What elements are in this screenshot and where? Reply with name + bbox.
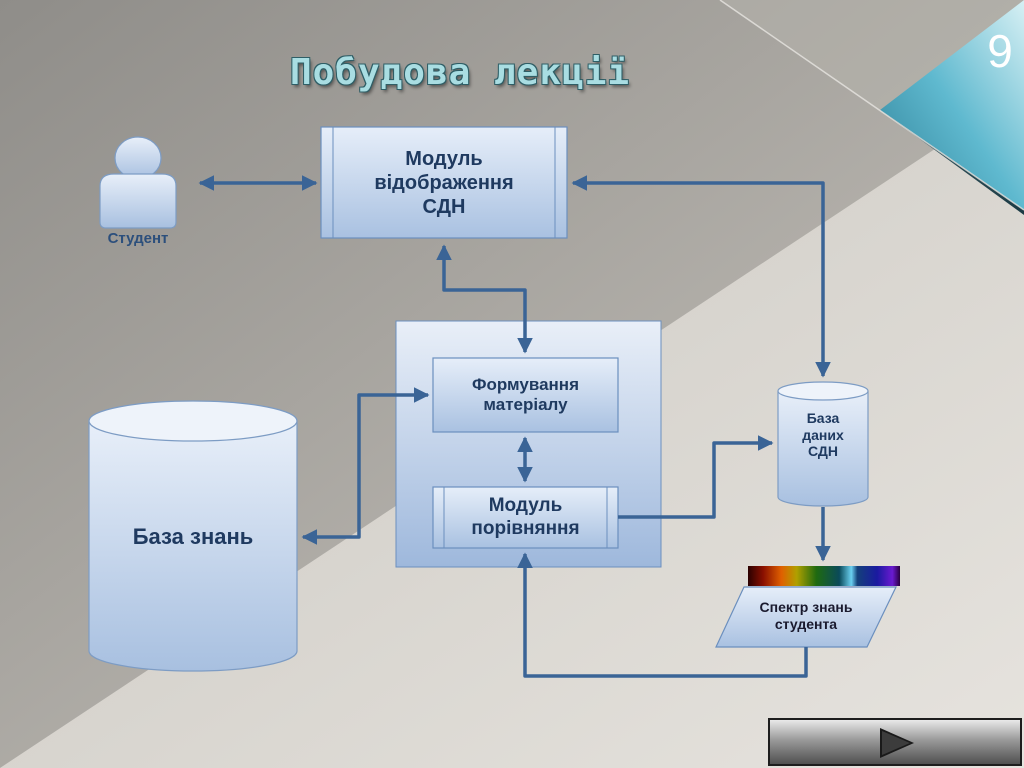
knowledge-base-label: База знань — [132, 523, 254, 549]
comparison-module-label: Модуль порівняння — [471, 494, 580, 539]
display-database-arrow — [571, 175, 831, 378]
connectors — [198, 175, 831, 678]
student-label: Студент — [107, 230, 169, 247]
next-slide-button[interactable] — [768, 718, 1022, 766]
sdn-database-node — [777, 381, 869, 507]
display-module-label: Модуль відображення СДН — [374, 147, 514, 218]
spectrum-image — [748, 566, 900, 586]
knowledge-spectrum-label: Спектр знань студента — [759, 599, 853, 632]
display-forming-arrow — [436, 244, 533, 354]
user-icon — [99, 136, 177, 229]
knowledge-base-node — [88, 400, 298, 672]
spectrum-comparison-arrow — [517, 552, 808, 678]
knowledge-spectrum-node — [715, 586, 897, 648]
slide-title: Побудова лекції — [289, 52, 631, 93]
forming-knowledge-arrow — [301, 387, 430, 545]
material-forming-label: Формування матеріалу — [472, 374, 579, 414]
comparison-database-arrow — [618, 435, 774, 519]
slide-number: 9 — [987, 25, 1013, 77]
play-icon-inner — [882, 731, 910, 755]
display-module-node — [320, 126, 568, 239]
sdn-database-label: База даних СДН — [802, 409, 844, 460]
